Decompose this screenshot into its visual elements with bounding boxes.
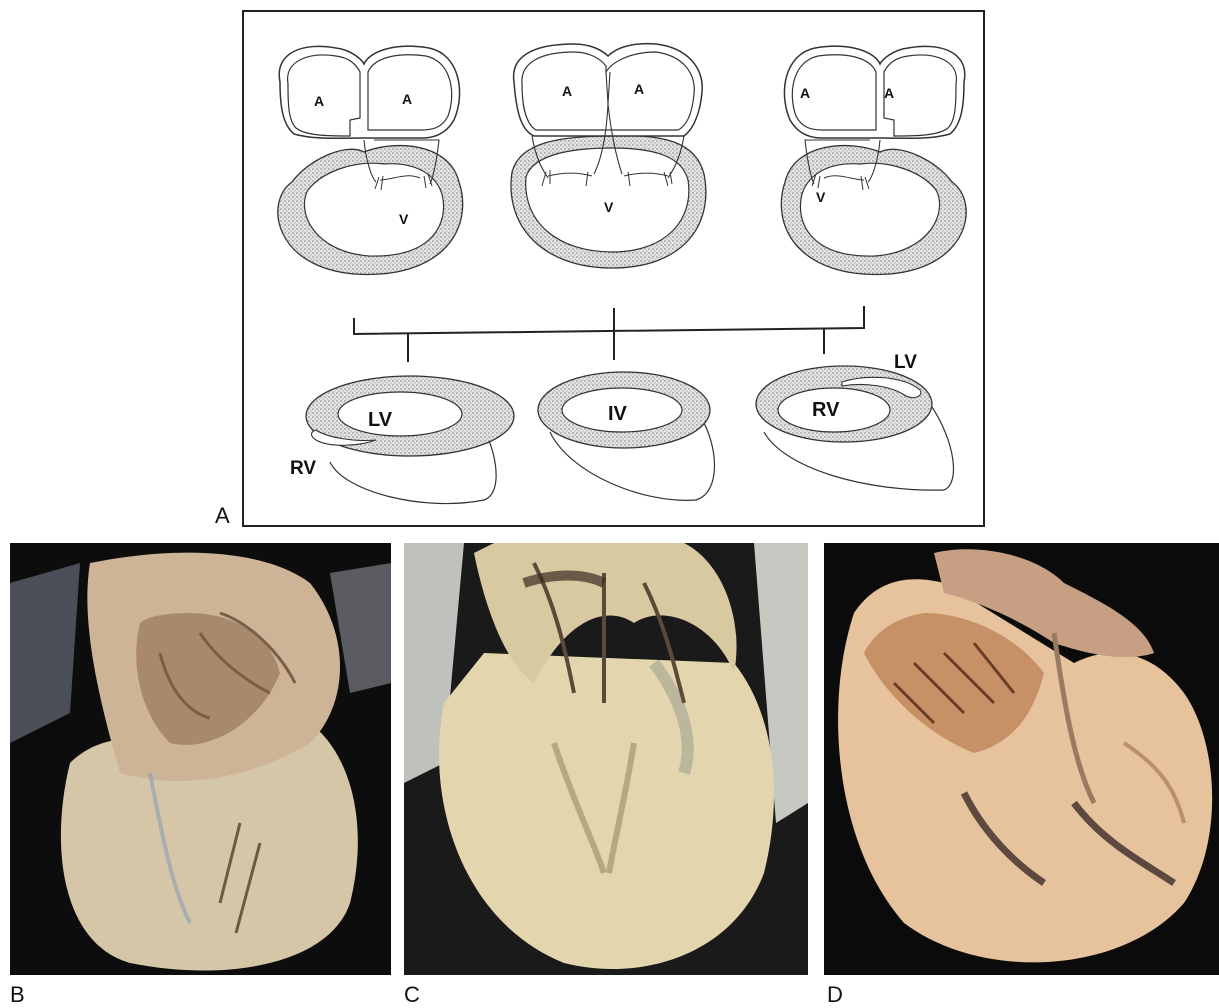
heart-2: A A V [511,44,706,268]
section-1: LV RV [290,376,514,504]
heart-1-atrium-left: A [314,93,324,109]
photo-b [10,543,391,975]
heart-2-ventricle: V [604,199,614,215]
connector-bracket [354,306,864,362]
photo-c [404,543,808,975]
section-3-rudimentary-label: LV [894,352,917,373]
heart-3-atrium-left: A [800,85,810,101]
heart-2-atrium-left: A [562,83,572,99]
heart-3-atrium-right: A [884,85,894,101]
section-2: IV [538,372,715,500]
panel-letter-b: B [10,982,25,1008]
specimen-d-photo [824,543,1219,975]
heart-2-atrium-right: A [634,81,644,97]
heart-3-ventricle: V [816,189,826,205]
panel-letter-c: C [404,982,420,1008]
section-2-main-label: IV [608,403,628,425]
section-1-main-label: LV [368,409,393,431]
panel-letter-a: A [215,503,230,529]
panel-letter-d: D [827,982,843,1008]
specimen-c-photo [404,543,808,975]
section-3-main-label: RV [812,399,840,421]
heart-1: A A V [278,46,463,274]
section-1-rudimentary-label: RV [290,458,316,479]
heart-1-atrium-right: A [402,91,412,107]
heart-1-ventricle: V [399,211,409,227]
photo-d [824,543,1219,975]
heart-schematic: A A V A A V A A V [244,12,987,529]
section-3: RV LV [756,352,953,490]
heart-3: A A V [781,46,966,274]
panel-a-diagram: A A V A A V A A V [242,10,985,527]
specimen-b-photo [10,543,391,975]
